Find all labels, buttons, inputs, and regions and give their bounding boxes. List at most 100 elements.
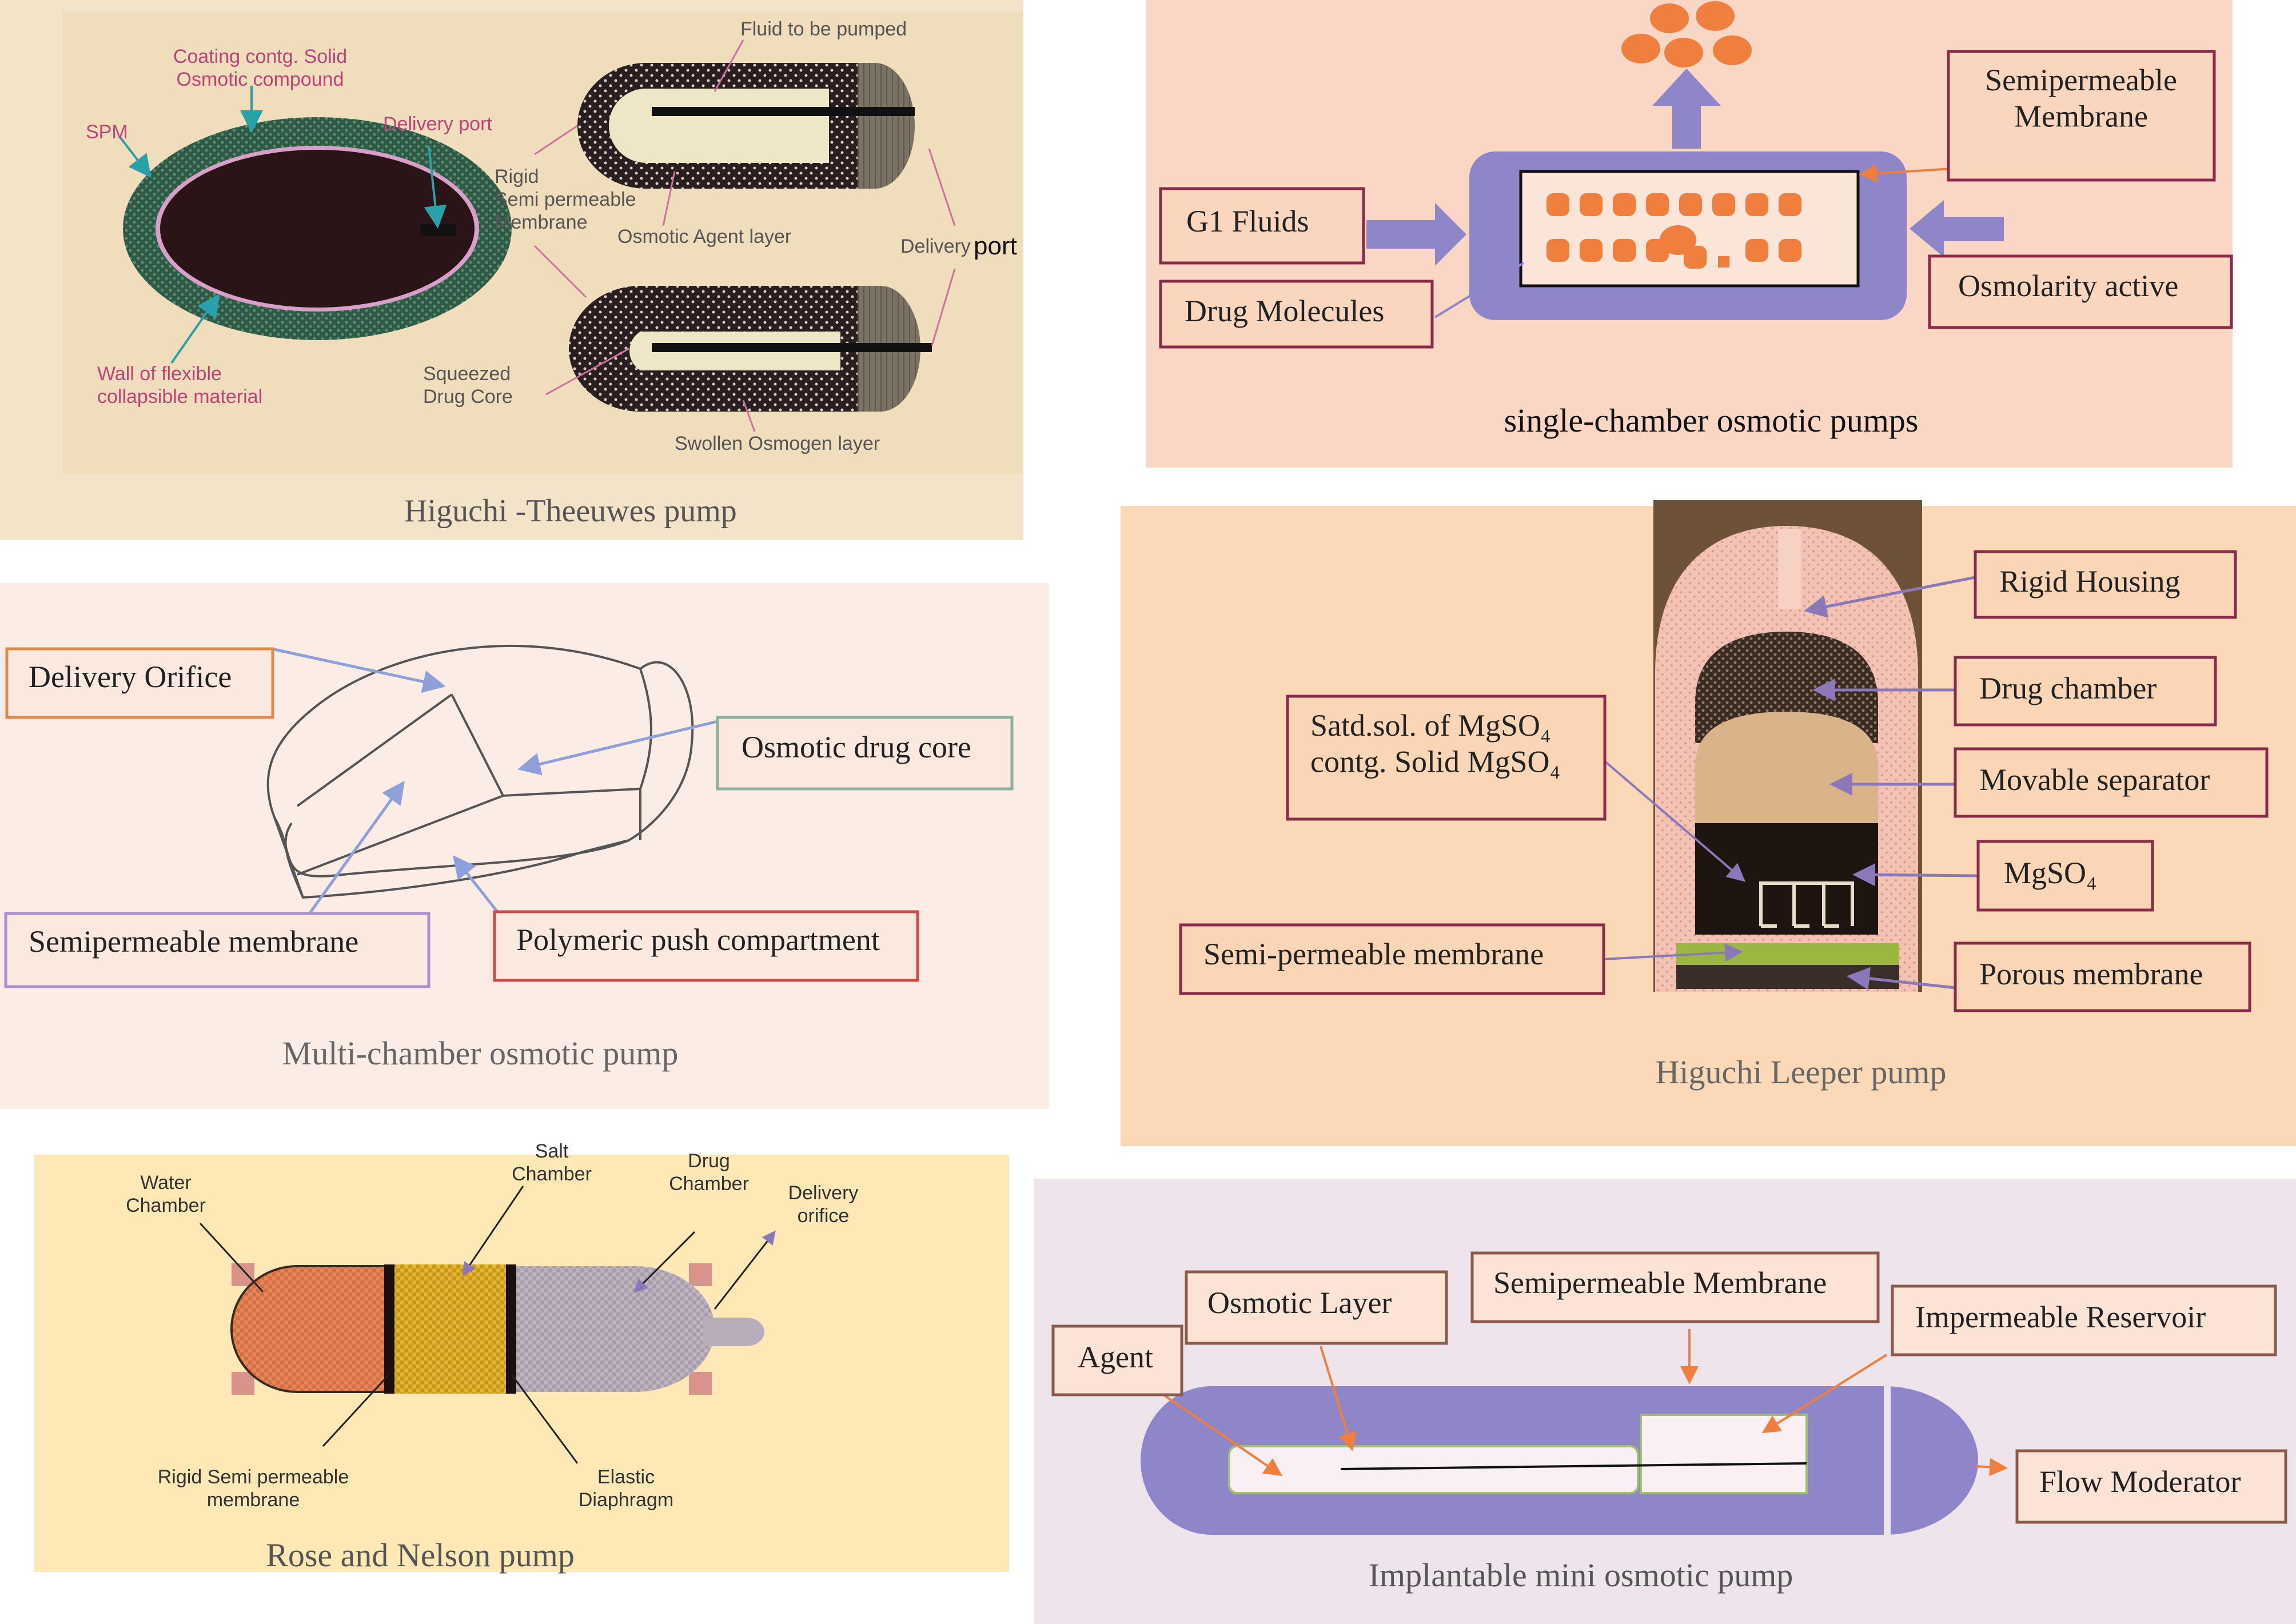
higuchi-leeper-caption: Higuchi Leeper pump [1656, 1054, 1947, 1091]
fluid-reservoir [609, 89, 829, 163]
semipermeable-label: Semipermeable membrane [29, 924, 358, 959]
push-compartment-label: Polymeric push compartment [516, 923, 880, 957]
flow-moderator-cap [1884, 1386, 1978, 1535]
rigid-leader-top [534, 125, 578, 155]
fluid-in-arrow [1366, 203, 1466, 266]
rose-nelson-caption: Rose and Nelson pump [266, 1537, 575, 1574]
semipermeable-wall [384, 1264, 394, 1394]
impermeable-reservoir [1640, 1414, 1808, 1494]
delivery-nozzle [703, 1318, 764, 1346]
single-chamber-caption: single-chamber osmotic pumps [1504, 402, 1919, 439]
delivery-port-2-word: port [974, 232, 1017, 260]
mgso4-label: MgSO₄ [2004, 856, 2097, 890]
corner-brackets [232, 1263, 712, 1395]
semipermeable-box [1470, 1251, 1880, 1323]
higuchi-leeper-panel: Rigid Housing Drug chamber Movable separ… [1121, 500, 2296, 1146]
satd-solution-box [1286, 695, 1607, 821]
higuchi-theeuwes-caption: Higuchi -Theeuwes pump [404, 493, 737, 529]
drug-molecules-box [1159, 280, 1434, 349]
capsule-cap-top [858, 63, 915, 189]
drug-core-label: Osmotic drug core [742, 730, 971, 764]
push-compartment-box [493, 910, 919, 982]
drug-chamber [516, 1266, 715, 1392]
osmolarity-label: Osmolarity active [1958, 269, 2178, 303]
osmotic-agent-label: Osmotic Agent layer [617, 226, 791, 248]
swollen-label: Swollen Osmogen layer [675, 433, 880, 454]
agent-reservoir [1228, 1445, 1639, 1494]
core-leader [545, 348, 629, 396]
g1-fluids-label: G1 Fluids [1186, 204, 1309, 238]
salt-chamber [389, 1264, 512, 1394]
orifice-leader [713, 1230, 776, 1310]
drug-chamber [1695, 632, 1878, 743]
drug-chamber-label: Drug chamber [1979, 671, 2157, 705]
drug-molecules-label: Drug Molecules [1185, 294, 1384, 328]
delivery-port-label: Delivery port [383, 113, 492, 135]
elastic-diaphragm [506, 1264, 516, 1394]
osmotic-layer-arrow [1320, 1346, 1357, 1451]
fluid-label: Fluid to be pumped [740, 18, 907, 40]
agent-label: Agent [1078, 1340, 1153, 1374]
release-arrow [1652, 69, 1721, 149]
drug-core-box [716, 716, 1014, 791]
released-drug-bubbles [1621, 1, 1752, 67]
spm-label: SPM [86, 121, 128, 143]
delivery-port-2-label: Delivery [900, 236, 971, 257]
impermeable-arrow [1761, 1354, 1888, 1434]
spm-arrow [119, 136, 152, 178]
osmotic-layer-label: Osmotic Layer [1207, 1286, 1392, 1320]
cap-gap [1884, 1386, 1891, 1535]
semipermeable-box [1947, 50, 2216, 182]
swollen-leader [742, 400, 756, 432]
flow-moderator-box [2015, 1449, 2287, 1524]
port-leader-bottom [931, 268, 956, 346]
rigid-leader [322, 1374, 390, 1447]
semi-permeable-box [1179, 923, 1605, 995]
impermeable-label: Impermeable Reservoir [1915, 1300, 2206, 1334]
implantable-caption: Implantable mini osmotic pump [1369, 1557, 1793, 1594]
g1-fluids-box [1159, 187, 1365, 265]
mgso4-box [1976, 840, 2154, 912]
housing-seam [1778, 529, 1801, 609]
delivery-port-arrow [424, 145, 447, 229]
osmolarity-box [1928, 254, 2233, 329]
port-leader-top [928, 148, 956, 226]
drug-molecules-leader [1434, 262, 1525, 318]
satd-arrow [1603, 759, 1746, 882]
flow-moderator-arrow [1975, 1458, 2008, 1477]
semi-permeable-arrow [1603, 943, 1743, 962]
osmotic-layer-box [1185, 1270, 1448, 1345]
tablet-sketch [266, 644, 694, 899]
multi-chamber-panel: Delivery Orifice Osmotic drug core Semip… [0, 583, 1049, 1109]
push-arrow [452, 855, 499, 913]
rigid-housing-box [1974, 550, 2237, 619]
delivery-tube [1340, 1462, 1807, 1470]
delivery-orifice-box [5, 647, 274, 719]
drug-core-arrow [517, 720, 718, 776]
agent-leader [662, 171, 676, 226]
porous-arrow [1847, 967, 1956, 990]
movable-separator-box [1954, 747, 2269, 818]
agent-arrow [1162, 1394, 1283, 1477]
mgso4-arrow [1852, 863, 1979, 887]
porous-box [1954, 941, 2251, 1012]
osmolarity-arrow [1910, 200, 2004, 257]
flow-moderator-label: Flow Moderator [2039, 1465, 2241, 1499]
mgso4-crystals [1759, 881, 1854, 928]
multi-chamber-caption: Multi-chamber osmotic pump [282, 1035, 679, 1072]
water-chamber [230, 1265, 390, 1393]
membrane-arrow [307, 780, 405, 916]
semipermeable-label: Semipermeable Membrane [1493, 1266, 1827, 1300]
